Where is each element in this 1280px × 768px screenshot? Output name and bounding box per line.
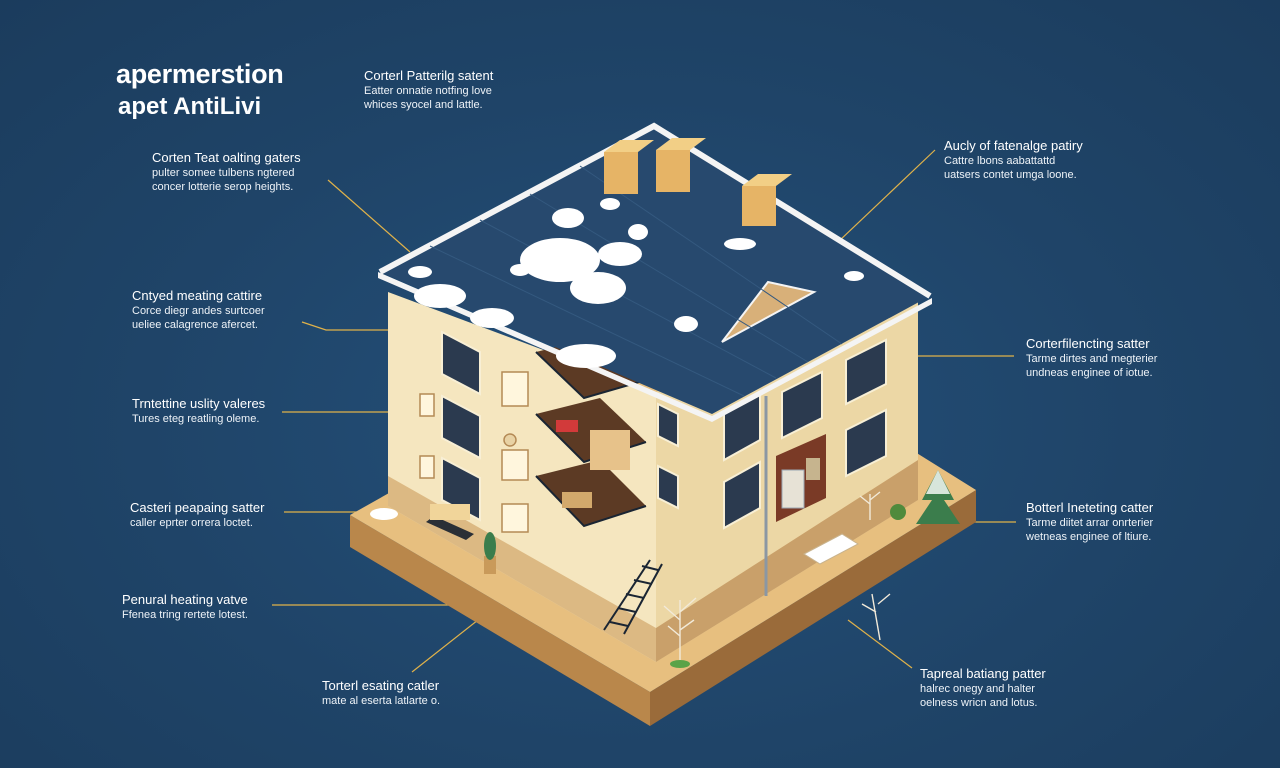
leader-lines xyxy=(272,149,1016,673)
window xyxy=(657,464,679,510)
callout-left-4: Casteri peapaing satter caller eprter or… xyxy=(130,500,264,530)
wall-utility-boxes xyxy=(419,371,529,533)
callout-text: Cattre lbons aabattattd xyxy=(944,155,1056,167)
callout-text: caller eprter orrera loctet. xyxy=(130,517,253,529)
title-line-1: apermerstion xyxy=(116,59,284,89)
bare-tree xyxy=(861,593,891,641)
title-line-2: apet AntiLivi xyxy=(118,93,262,120)
bare-tree xyxy=(859,491,881,520)
window xyxy=(657,402,679,448)
outdoor-furniture xyxy=(426,504,860,565)
callout-text: Eatter onnatie notfing love xyxy=(364,85,492,97)
leader-line-left-1 xyxy=(327,179,411,253)
roof-hatch xyxy=(721,280,817,343)
chimneys xyxy=(604,138,792,226)
callout-left-1: Corten Teat oalting gaters pulter somee … xyxy=(152,150,301,194)
exterior-stairs xyxy=(603,559,663,635)
ground-left-face xyxy=(350,515,650,726)
callout-text: undneas enginee of iotue. xyxy=(1026,367,1153,379)
callout-text: Tures eteg reatling oleme. xyxy=(132,413,260,425)
cutaway-object xyxy=(556,420,578,432)
callout-right-4: Tapreal batiang patter halrec onegy and … xyxy=(920,666,1046,710)
callout-text: Corce diegr andes surtcoer xyxy=(132,305,265,317)
callout-heading: Aucly of fatenalge patiry xyxy=(944,138,1083,153)
callout-right-2: Corterfilencting satter Tarme dirtes and… xyxy=(1026,336,1157,380)
window xyxy=(781,370,823,440)
bare-tree xyxy=(663,597,697,664)
window xyxy=(723,460,761,530)
callout-right-1: Aucly of fatenalge patiry Cattre lbons a… xyxy=(944,138,1083,182)
utility-box xyxy=(501,449,529,481)
callout-heading: Corterl Patterilg satent xyxy=(364,68,494,83)
roof xyxy=(378,122,932,422)
callout-heading: Casteri peapaing satter xyxy=(130,500,265,515)
roof-trim xyxy=(378,122,932,299)
diagram-title: apermerstion apet AntiLivi xyxy=(116,58,284,124)
potted-shrub xyxy=(890,504,906,520)
callout-text: Ffenea tring rertete lotest. xyxy=(122,609,248,621)
right-wall-base xyxy=(656,460,918,662)
utility-room xyxy=(776,434,826,522)
callout-text: whices syocel and lattle. xyxy=(364,99,483,111)
callout-left-3: Trntettine uslity valeres Tures eteg rea… xyxy=(132,396,265,426)
potted-shrub xyxy=(484,532,496,560)
leader-line-bottom xyxy=(411,619,479,673)
leader-line-right-4 xyxy=(847,619,913,669)
cutaway-object xyxy=(562,492,592,508)
callout-heading: Tapreal batiang patter xyxy=(920,666,1046,681)
callout-text: concer lotterie serop heights. xyxy=(152,181,294,193)
callout-heading: Corterfilencting satter xyxy=(1026,336,1150,351)
callout-heading: Botterl Ineteting catter xyxy=(1026,500,1154,515)
bench xyxy=(426,516,474,540)
trees xyxy=(484,470,960,668)
callout-heading: Trntettine uslity valeres xyxy=(132,396,266,411)
callout-heading: Penural heating vatve xyxy=(122,592,248,607)
utility-dial xyxy=(503,433,517,447)
utility-box xyxy=(419,455,435,479)
callout-top-center: Corterl Patterilg satent Eatter onnatie … xyxy=(364,68,493,112)
callout-text: uatsers contet umga loone. xyxy=(944,169,1077,181)
right-windows xyxy=(723,338,887,530)
snowy-pine xyxy=(916,470,960,524)
chimney xyxy=(742,186,776,226)
callout-text: mate al eserta latlarte o. xyxy=(322,695,441,707)
window xyxy=(845,408,887,478)
chimney xyxy=(656,150,690,192)
chimney xyxy=(604,152,638,194)
roof-front-edge xyxy=(378,272,932,422)
left-wall-base xyxy=(388,476,656,662)
callout-text: pulter somee tulbens ngtered xyxy=(152,167,295,179)
callout-text: wetneas enginee of ltiure. xyxy=(1026,531,1152,543)
utility-box xyxy=(501,371,529,407)
callout-heading: Cntyed meating cattire xyxy=(132,288,263,303)
callout-bottom-center: Torterl esating catler mate al eserta la… xyxy=(322,678,440,708)
cutaway-object xyxy=(590,430,630,470)
callout-left-5: Penural heating vatve Ffenea tring rerte… xyxy=(122,592,248,622)
leader-line-left-2 xyxy=(301,321,400,331)
callout-left-2: Cntyed meating cattire Corce diegr andes… xyxy=(132,288,265,332)
callout-text: Tarme dirtes and megterier xyxy=(1026,353,1158,365)
table xyxy=(802,533,860,565)
window xyxy=(441,394,481,460)
window xyxy=(441,330,481,396)
callout-heading: Torterl esating catler xyxy=(322,678,440,693)
snow-patches xyxy=(370,198,864,520)
window xyxy=(845,338,887,406)
utility-box xyxy=(501,503,529,533)
callout-text: oelness wricn and lotus. xyxy=(920,697,1038,709)
callout-right-3: Botterl Ineteting catter Tarme diitet ar… xyxy=(1026,500,1153,544)
callout-text: Tarme diitet arrar onrterier xyxy=(1026,517,1154,529)
callout-text: halrec onegy and halter xyxy=(920,683,1035,695)
ground-right-face xyxy=(650,490,976,726)
callout-text: ueliee calagrence afercet. xyxy=(132,319,258,331)
callout-heading: Corten Teat oalting gaters xyxy=(152,150,301,165)
utility-box xyxy=(419,393,435,417)
